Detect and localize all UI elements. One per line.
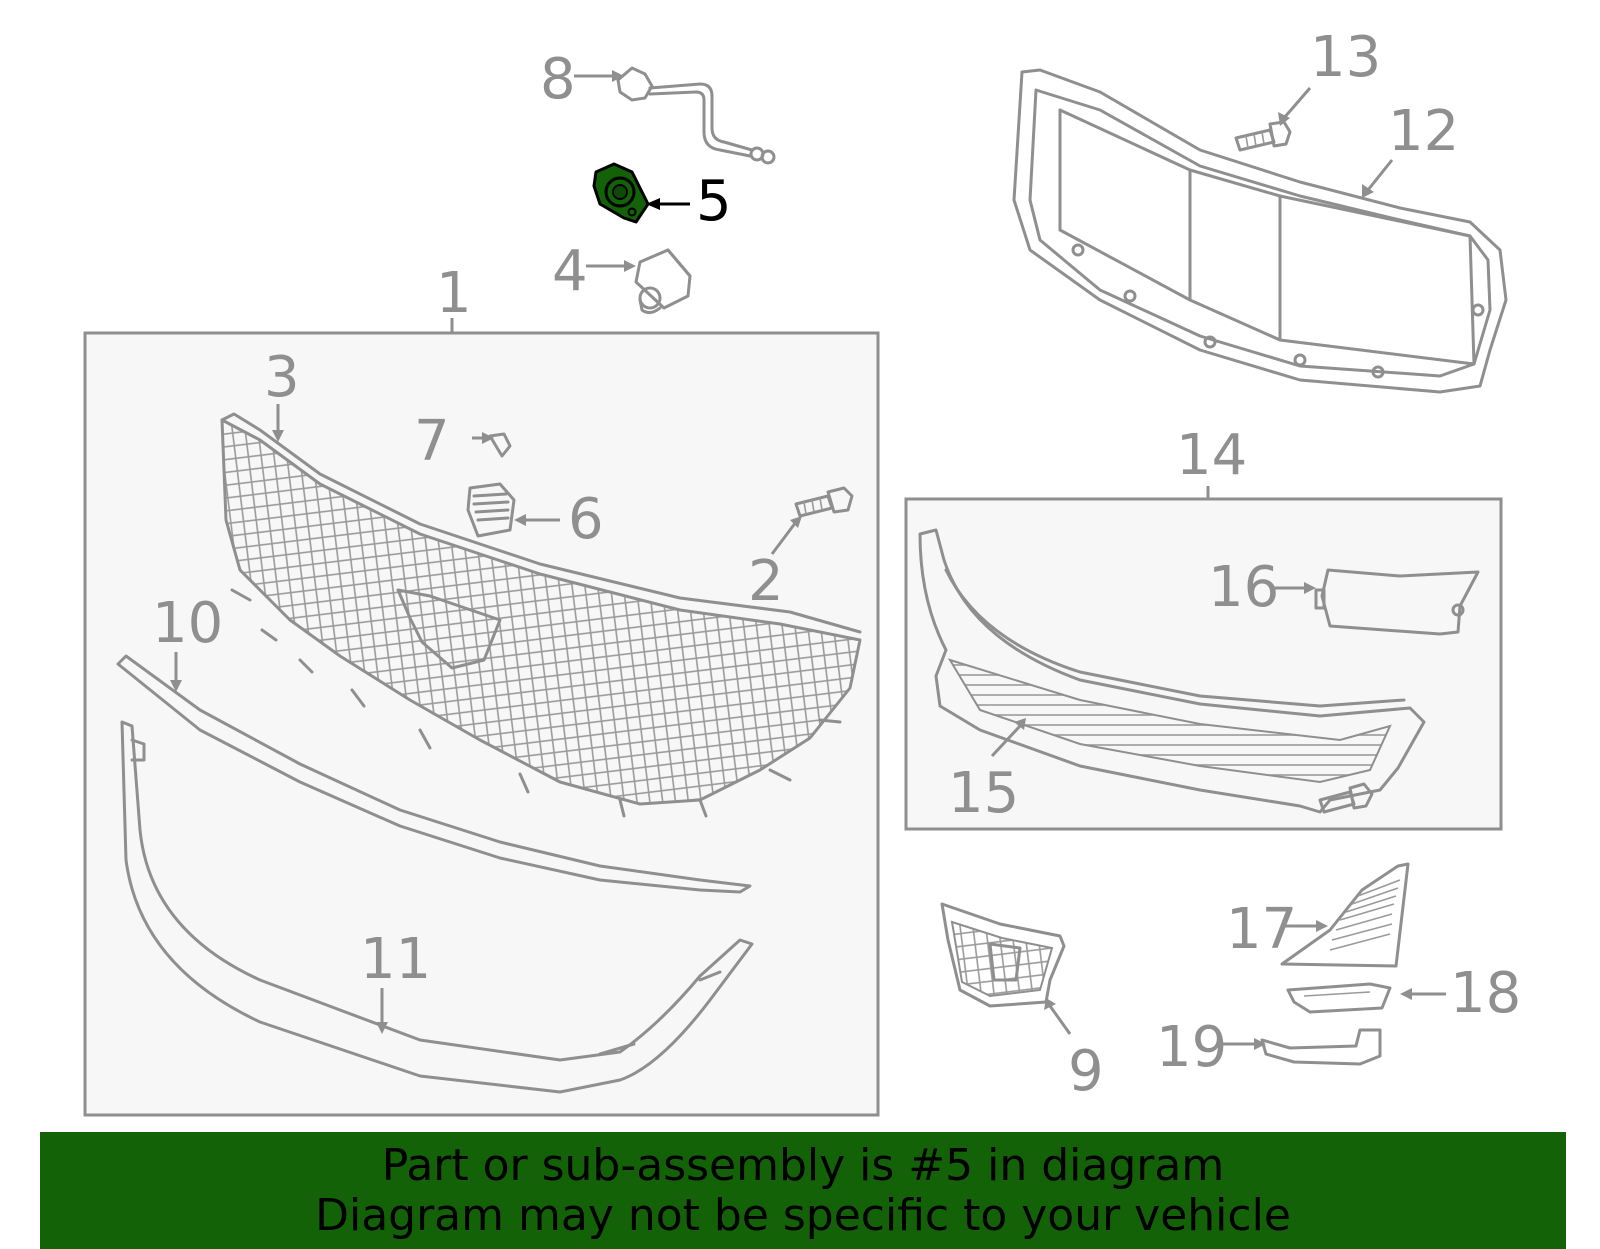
part-17-side-vent <box>1280 862 1410 968</box>
callout-3: 3 <box>264 345 300 410</box>
callout-10: 10 <box>152 591 223 656</box>
callout-17: 17 <box>1226 897 1297 962</box>
callout-15: 15 <box>948 761 1019 826</box>
callout-19: 19 <box>1156 1015 1227 1080</box>
part-15-lower-grille <box>918 528 1426 814</box>
part-19-lower-trim <box>1260 1028 1382 1066</box>
part-18-trim <box>1286 982 1392 1014</box>
info-banner: Part or sub-assembly is #5 in diagram Di… <box>40 1132 1566 1249</box>
callout-18: 18 <box>1450 961 1521 1026</box>
callout-1: 1 <box>436 261 472 326</box>
assembly-box-14 <box>904 497 1503 831</box>
part-14-bolt <box>1318 782 1374 814</box>
callout-16: 16 <box>1208 555 1279 620</box>
part-9-emblem-grille <box>940 902 1066 1008</box>
callout-14: 14 <box>1176 423 1247 488</box>
part-3-grille <box>220 412 862 818</box>
callout-11: 11 <box>360 927 431 992</box>
callout-5: 5 <box>696 169 732 234</box>
part-8-wiring-harness <box>616 66 776 165</box>
callout-13: 13 <box>1310 25 1381 90</box>
part-6-fastener <box>466 482 516 538</box>
banner-line-2: Diagram may not be specific to your vehi… <box>315 1189 1291 1241</box>
callout-7: 7 <box>414 409 450 474</box>
part-16-cover <box>1314 568 1480 636</box>
part-7-clip <box>488 432 512 458</box>
part-5-bracket <box>592 162 650 224</box>
part-4-camera <box>634 248 692 315</box>
banner-line-1: Part or sub-assembly is #5 in diagram <box>381 1139 1225 1191</box>
part-12-mounting-frame <box>1012 68 1508 394</box>
callout-9: 9 <box>1068 1039 1104 1104</box>
callout-12: 12 <box>1388 99 1459 164</box>
part-13-bolt <box>1234 120 1292 152</box>
callout-4: 4 <box>552 239 588 304</box>
callout-8: 8 <box>540 47 576 112</box>
part-2-bolt <box>794 486 854 518</box>
part-10-trim-strip <box>116 654 752 894</box>
callout-6: 6 <box>568 487 604 552</box>
part-11-surround <box>120 720 754 1094</box>
callout-2: 2 <box>748 549 784 614</box>
